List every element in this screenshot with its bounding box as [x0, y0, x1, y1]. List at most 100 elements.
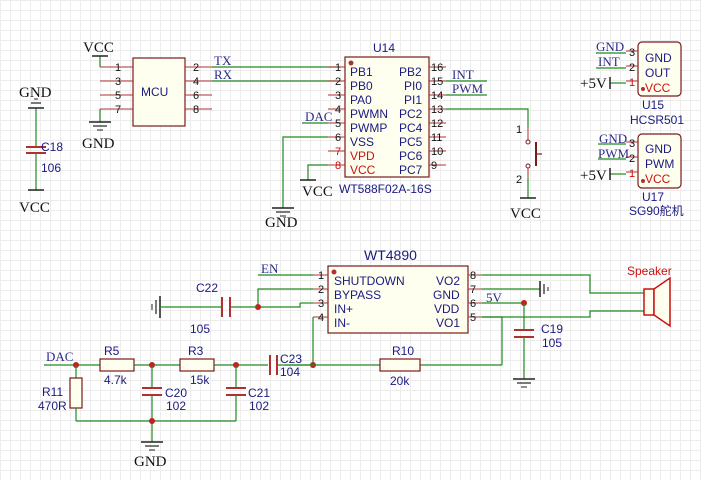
tx-net-label: TX	[214, 53, 232, 68]
u14-pin-pwmp: PWMP	[350, 121, 387, 135]
u14-pin-9-num: 9	[431, 160, 437, 172]
u17-pin-pwm: PWM	[645, 157, 674, 171]
u14-pin-8-num: 8	[335, 160, 341, 172]
u15-pin-2: 2	[629, 62, 635, 74]
capacitor-c21: C21 102	[226, 386, 270, 413]
u14-pin-vss: VSS	[350, 135, 374, 149]
u14-vcc-label: VCC	[302, 184, 333, 200]
c20-ref: C20	[165, 386, 187, 400]
mcu-pin-2: 2	[193, 62, 199, 74]
mcu-pin-3: 3	[115, 76, 121, 88]
u17-pin-3: 3	[629, 138, 635, 150]
dac-net-label-u14: DAC	[305, 109, 332, 124]
wt4890-pin-4-num: 4	[318, 312, 324, 324]
wt4890-pin-8-num: 8	[470, 270, 476, 282]
wt4890-pin-vo1: VO1	[436, 316, 460, 330]
wt4890-pin-7-num: 7	[470, 284, 476, 296]
resistor-r3: R3 15k	[179, 344, 215, 387]
wt4890-title: WT4890	[364, 247, 417, 263]
u15-gnd-net: GND	[596, 39, 624, 54]
r3-value: 15k	[190, 373, 210, 387]
u14-pin-pwmn: PWMN	[350, 107, 388, 121]
wt4890-pin-vo2: VO2	[436, 274, 460, 288]
amp-wt4890: WT4890 1 2 3 4 SHUTDOWN BYPASS IN+ IN- 8…	[313, 247, 482, 334]
mcu-pin-1: 1	[115, 62, 121, 74]
u14-pin-3-num: 3	[335, 90, 341, 102]
switch-pin-1: 1	[516, 124, 522, 136]
wt4890-pin-2-num: 2	[318, 284, 324, 296]
module-u15: 3 2 1 GND OUT VCC U15 HCSR501	[626, 41, 684, 127]
u17-value: SG90舵机	[629, 203, 684, 218]
r5-ref: R5	[104, 344, 120, 358]
int-net-label: INT	[452, 67, 474, 82]
u17-pwm-net: PWM	[598, 146, 630, 161]
module-u17: 3 2 1 GND PWM VCC U17 SG90舵机	[626, 133, 684, 218]
mcu-label: MCU	[141, 85, 168, 99]
c21-value: 102	[249, 399, 269, 413]
u14-pin-pc4: PC4	[399, 121, 423, 135]
resistor-r11: R11 470R	[38, 377, 83, 413]
capacitor-c19: C19 105	[514, 322, 563, 350]
u14-pin-2-num: 2	[335, 76, 341, 88]
c21-ref: C21	[248, 386, 270, 400]
u17-gnd-net: GND	[599, 131, 627, 146]
u14-pin-16-num: 16	[431, 62, 443, 74]
filter-gnd-label: GND	[134, 454, 167, 470]
u14-pin-pb0: PB0	[350, 79, 373, 93]
wt4890-pin-bypass: BYPASS	[334, 288, 381, 302]
resistor-r10: R10 20k	[379, 344, 421, 388]
mcu-gnd-label: GND	[82, 136, 115, 152]
c20-value: 102	[166, 399, 186, 413]
c18-gnd-label: GND	[19, 85, 52, 101]
r11-value: 470R	[38, 399, 67, 413]
u14-pin-pc6: PC6	[399, 149, 423, 163]
u17-pin-1: 1	[629, 168, 635, 180]
u14-pin-pc2: PC2	[399, 107, 423, 121]
capacitor-c18: C18 106 GND VCC	[19, 85, 63, 216]
wt4890-pin-shutdown: SHUTDOWN	[334, 274, 405, 288]
u14-pin-vcc: VCC	[350, 163, 376, 177]
u14-pin-14-num: 14	[431, 90, 443, 102]
c18-ref: C18	[41, 140, 63, 154]
u14-pin-4-num: 4	[335, 104, 341, 116]
r11-ref: R11	[42, 385, 63, 399]
u14-pin-13-num: 13	[431, 104, 443, 116]
switch-vcc-label: VCC	[510, 206, 541, 222]
wt4890-pin-gnd: GND	[433, 288, 460, 302]
u15-value: HCSR501	[630, 113, 684, 127]
u17-pin-gnd: GND	[645, 142, 672, 156]
r3-ref: R3	[188, 344, 204, 358]
mcu-vcc-label: VCC	[83, 40, 114, 56]
u14-pin-pc7: PC7	[399, 163, 423, 177]
mcu-symbol: MCU 1 3 5 7 2 4 6 8	[100, 57, 212, 127]
u14-pin-7-num: 7	[335, 146, 341, 158]
u15-ref: U15	[642, 98, 664, 112]
resistor-r5: R5 4.7k	[99, 344, 135, 387]
mcu-pin-5: 5	[115, 90, 121, 102]
c18-vcc-label: VCC	[19, 200, 50, 216]
wt4890-pin-6-num: 6	[470, 298, 476, 310]
capacitor-c22: C22 105	[190, 281, 231, 336]
vdd-5v-label: 5V	[486, 290, 503, 305]
u17-pin-2: 2	[629, 153, 635, 165]
switch-pin-2: 2	[516, 174, 522, 186]
wt4890-pin-vdd: VDD	[434, 302, 460, 316]
c23-ref: C23	[280, 352, 302, 366]
dac-net-label-filter: DAC	[46, 349, 73, 364]
u14-pin-15-num: 15	[431, 76, 443, 88]
wt4890-pin-5-num: 5	[470, 312, 476, 324]
r10-value: 20k	[390, 374, 410, 388]
push-switch: 1 2	[516, 124, 542, 186]
u17-5v-label: +5V	[580, 168, 607, 184]
mcu-pin-6: 6	[193, 90, 199, 102]
u15-pin-gnd: GND	[645, 51, 672, 65]
chip-u14: U14 WT588F02A-16S 1 2 3 4 5 6 7 8 PB1 PB…	[328, 41, 446, 196]
u15-pin-1: 1	[629, 77, 635, 89]
u15-pin-vcc: VCC	[645, 81, 671, 95]
u14-ref: U14	[373, 41, 395, 55]
speaker: Speaker	[627, 264, 672, 328]
u14-pin-1-num: 1	[335, 62, 341, 74]
c18-value: 106	[41, 161, 61, 175]
speaker-label: Speaker	[627, 264, 672, 278]
